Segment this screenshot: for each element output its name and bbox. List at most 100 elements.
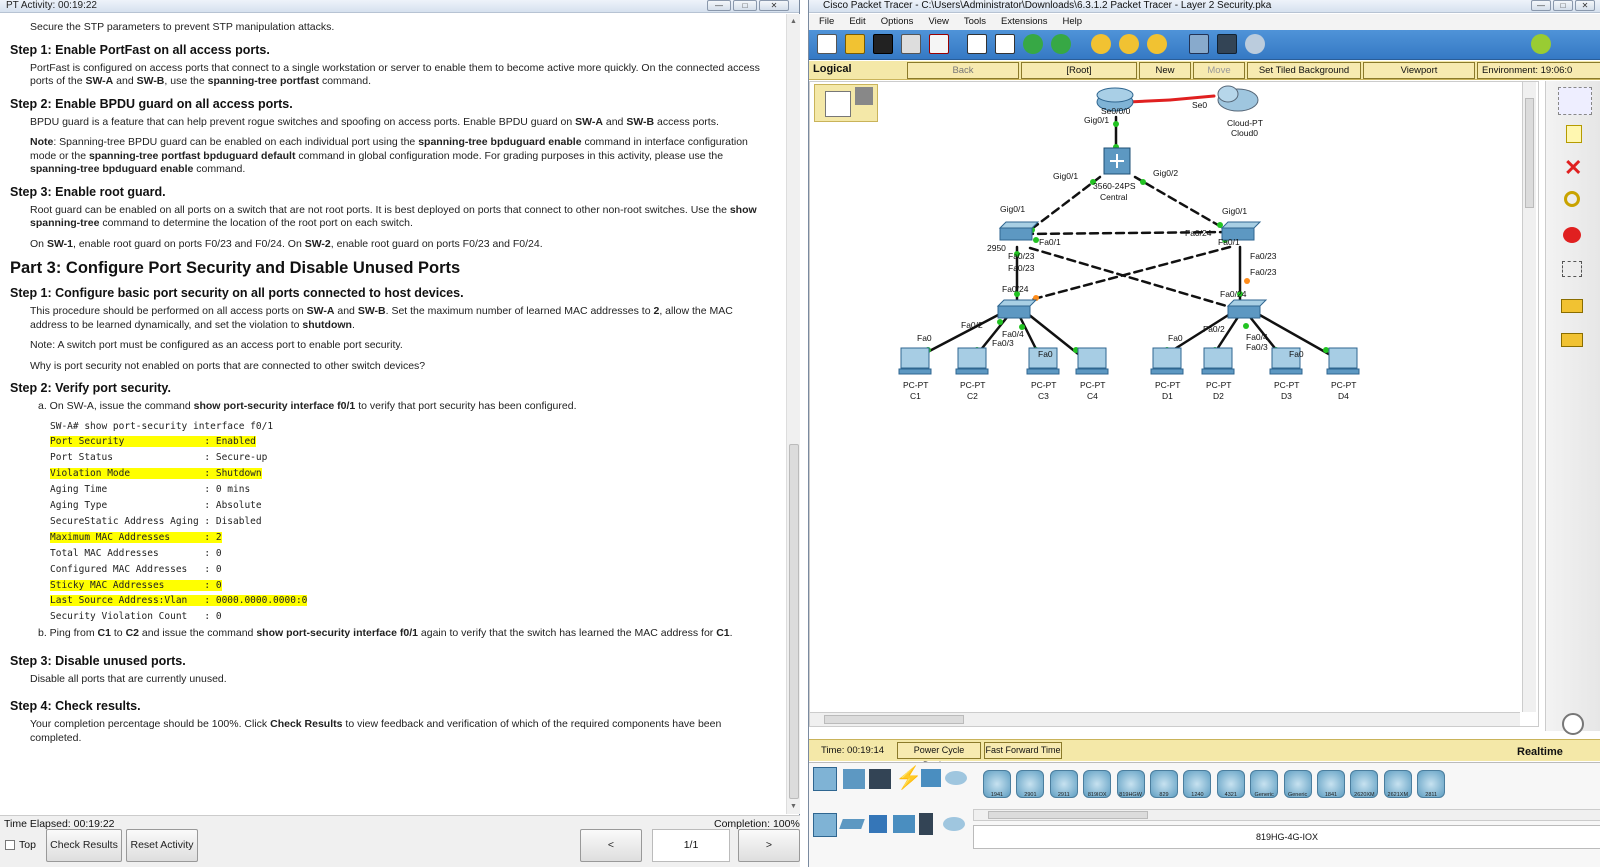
code-line: Maximum MAC Addresses : 2: [50, 530, 786, 546]
environment-button[interactable]: Environment: 19:06:0: [1477, 62, 1600, 79]
workspace-vscrollbar[interactable]: [1522, 82, 1536, 712]
switch-subcategory-icon[interactable]: [839, 819, 865, 829]
menu-item-tools[interactable]: Tools: [963, 16, 987, 27]
p3-step4-text: Your completion percentage should be 100…: [30, 718, 722, 744]
device-model-2-icon[interactable]: [1049, 770, 1078, 798]
open-folder-icon[interactable]: [845, 34, 865, 54]
root-button[interactable]: [Root]: [1021, 62, 1137, 79]
fast-forward-button[interactable]: Fast Forward Time: [984, 742, 1062, 759]
complex-pdu-icon[interactable]: [1561, 333, 1583, 347]
pt-close-button[interactable]: ✕: [1575, 0, 1595, 11]
device-model-9-icon[interactable]: [1283, 770, 1312, 798]
viewport-button[interactable]: Viewport: [1363, 62, 1475, 79]
router-subcategory-icon[interactable]: [813, 813, 837, 837]
draw-shape-tool-icon[interactable]: [1563, 227, 1581, 243]
new-cluster-button[interactable]: New Cluster: [1139, 62, 1191, 91]
menu-item-file[interactable]: File: [819, 16, 835, 27]
wan-emulation-category-icon[interactable]: [945, 771, 967, 785]
routers-category-icon[interactable]: [813, 767, 837, 791]
hscroll-thumb[interactable]: [824, 715, 964, 724]
pt-window-controls: — □ ✕: [1531, 0, 1595, 11]
scroll-down-icon[interactable]: ▼: [790, 803, 797, 810]
power-cycle-button[interactable]: Power Cycle Devices: [897, 742, 981, 770]
menu-item-options[interactable]: Options: [880, 16, 914, 27]
hubs-category-icon[interactable]: [869, 769, 891, 789]
copy-icon[interactable]: [967, 34, 987, 54]
end-devices-category-icon[interactable]: [921, 769, 941, 787]
delete-tool-icon[interactable]: ✕: [1564, 155, 1583, 180]
palette-icon[interactable]: [1189, 34, 1209, 54]
logical-view-icon[interactable]: [825, 91, 851, 117]
device-model-13-icon[interactable]: [1417, 770, 1446, 798]
zoom-reset-icon[interactable]: [1119, 34, 1139, 54]
port-label-swb-p3: Fa0/3: [1246, 342, 1268, 352]
device-model-10-icon[interactable]: [1317, 770, 1345, 798]
hub-subcategory-icon[interactable]: [869, 815, 887, 833]
next-page-button[interactable]: >: [738, 829, 800, 862]
workspace-hscrollbar[interactable]: [810, 712, 1520, 726]
security-subcategory-icon[interactable]: [919, 813, 933, 835]
device-model-1-icon[interactable]: [1016, 770, 1045, 798]
previous-page-button[interactable]: <: [580, 829, 642, 862]
new-file-icon[interactable]: [817, 34, 837, 54]
back-button[interactable]: Back: [907, 62, 1019, 79]
vscroll-thumb[interactable]: [1525, 98, 1534, 208]
move-object-button[interactable]: Move Object: [1193, 62, 1245, 91]
custom-device-icon[interactable]: [1217, 34, 1237, 54]
zoom-in-icon[interactable]: [1091, 34, 1111, 54]
minimize-button[interactable]: —: [707, 0, 731, 11]
menu-item-edit[interactable]: Edit: [849, 16, 866, 27]
activity-wizard-icon[interactable]: [929, 34, 949, 54]
resize-shape-tool-icon[interactable]: [1562, 261, 1582, 277]
realtime-mode-label[interactable]: Realtime: [1517, 746, 1563, 758]
reset-activity-button[interactable]: Reset Activity: [126, 829, 198, 862]
wireless-subcategory-icon[interactable]: [893, 815, 915, 833]
device-model-6-icon[interactable]: [1183, 770, 1212, 798]
wan-subcategory-icon[interactable]: [943, 817, 965, 831]
switches-category-icon[interactable]: [843, 769, 865, 789]
menu-item-view[interactable]: View: [928, 16, 949, 27]
select-tool-icon[interactable]: [1558, 87, 1592, 115]
connections-category-icon[interactable]: ⚡: [895, 765, 923, 790]
check-results-button[interactable]: Check Results: [46, 829, 122, 862]
scroll-up-icon[interactable]: ▲: [790, 18, 797, 25]
pt-minimize-button[interactable]: —: [1531, 0, 1551, 11]
tiled-background-button[interactable]: Set Tiled Background: [1247, 62, 1361, 79]
device-model-8-icon[interactable]: [1250, 770, 1279, 798]
physical-view-icon[interactable]: [855, 87, 873, 105]
print-icon[interactable]: [901, 34, 921, 54]
pt-maximize-button[interactable]: □: [1553, 0, 1573, 11]
note-tool-icon[interactable]: [1566, 125, 1582, 143]
device-model-0-icon[interactable]: [983, 770, 1011, 798]
pc-c3-icon: [1028, 347, 1058, 369]
device-model-3-icon[interactable]: [1083, 770, 1112, 798]
redo-icon[interactable]: [1051, 34, 1071, 54]
topology-diagram[interactable]: [810, 82, 1538, 726]
menu-item-extensions[interactable]: Extensions: [1001, 16, 1048, 27]
device-model-7-icon[interactable]: [1216, 770, 1245, 798]
inspect-tool-icon[interactable]: [1564, 191, 1580, 207]
save-icon[interactable]: [873, 34, 893, 54]
device-model-5-icon[interactable]: [1150, 770, 1178, 798]
undo-icon[interactable]: [1023, 34, 1043, 54]
device-model-11-icon[interactable]: [1350, 770, 1379, 798]
info-icon[interactable]: [1531, 34, 1551, 54]
model-list-scrollbar[interactable]: [973, 809, 1600, 821]
instructions-scrollbar[interactable]: ▲ ▼: [786, 14, 800, 814]
top-checkbox[interactable]: [5, 840, 15, 850]
link-light-orange: [1244, 278, 1250, 284]
model-scroll-thumb[interactable]: [988, 811, 1148, 819]
scroll-thumb[interactable]: [789, 444, 799, 799]
zoom-out-icon[interactable]: [1147, 34, 1167, 54]
simple-pdu-icon[interactable]: [1561, 299, 1583, 313]
navigation-panel[interactable]: [814, 84, 878, 122]
paste-icon[interactable]: [995, 34, 1015, 54]
menu-item-help[interactable]: Help: [1062, 16, 1083, 27]
device-model-12-icon[interactable]: [1383, 770, 1412, 798]
maximize-button[interactable]: □: [733, 0, 757, 11]
device-model-4-icon[interactable]: [1116, 770, 1145, 798]
close-button[interactable]: ✕: [759, 0, 789, 11]
network-info-icon[interactable]: [1245, 34, 1265, 54]
realtime-clock-icon[interactable]: [1562, 713, 1584, 735]
